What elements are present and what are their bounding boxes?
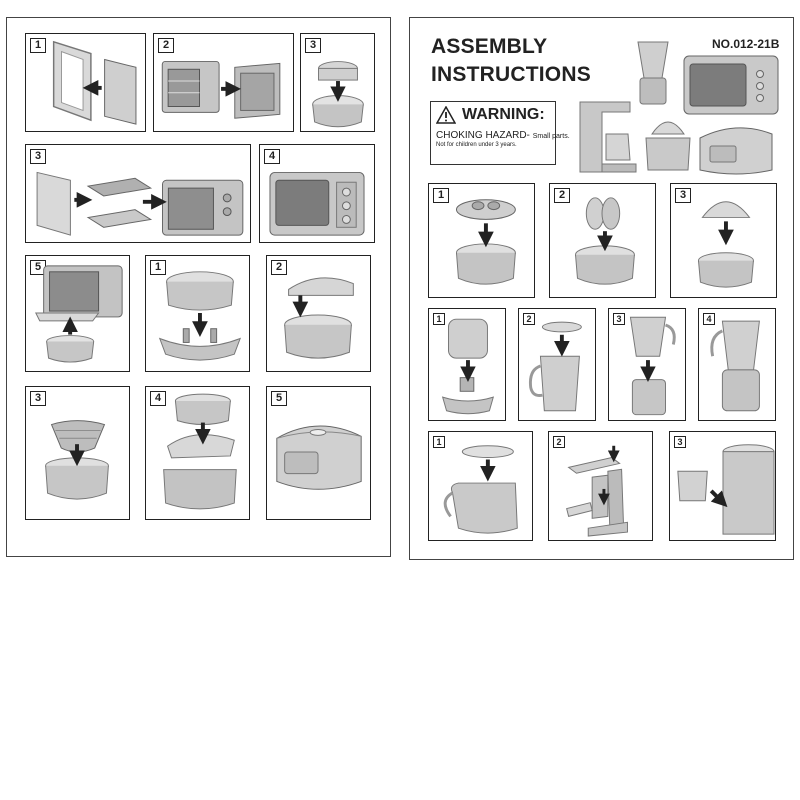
blender-base-illustration: [441, 318, 495, 415]
juicer-step-panel: 2: [549, 183, 656, 298]
oven-step-panel: 2: [153, 33, 294, 132]
step-number: 1: [30, 38, 46, 53]
step-number: 3: [30, 149, 46, 164]
rice-cooker-base-illustration: [158, 271, 242, 361]
oven-tray-illustration: [36, 171, 244, 236]
step-number: 3: [613, 313, 625, 325]
step-number: 3: [675, 188, 691, 203]
step-number: 3: [30, 391, 46, 406]
oven-finished-illustration: [269, 171, 365, 236]
warning-age-note: Not for children under 3 years.: [436, 142, 517, 148]
blender-finished-illustration: [710, 320, 760, 412]
juicer-step-panel: 1: [428, 183, 535, 298]
step-number: 2: [523, 313, 535, 325]
oven-step-panel: 4: [259, 144, 375, 243]
coffee-pot-lid-illustration: [443, 445, 518, 534]
warning-hazard-line: CHOKING HAZARD- Small parts.: [436, 130, 570, 141]
rice-cooker-step-panel: 2: [266, 255, 371, 372]
coffee-maker-step-panel: 3: [669, 431, 776, 541]
oven-step-panel: 3: [25, 144, 251, 243]
juicer-lid-illustration: [697, 201, 754, 288]
rice-cooker-step-panel: 5: [266, 386, 371, 520]
warning-title: WARNING:: [462, 106, 545, 123]
blender-jar-illustration: [629, 316, 676, 416]
step-number: 2: [553, 436, 565, 448]
oven-step-panel: 1: [25, 33, 146, 132]
oven-illustration: [683, 55, 779, 115]
step-number: 4: [150, 391, 166, 406]
rice-cooker-finished-illustration: [276, 425, 362, 490]
oven-insert-pot-illustration: [35, 265, 123, 363]
step-number: 1: [433, 188, 449, 203]
step-number: 4: [264, 149, 280, 164]
step-number: 4: [703, 313, 715, 325]
blender-lid-illustration: [528, 321, 582, 412]
blender-step-panel: 1: [428, 308, 506, 421]
oven-body-illustration: [161, 60, 281, 119]
oven-step-panel: 5: [25, 255, 130, 372]
oven-door-illustration: [52, 40, 137, 125]
rice-cooker-lid-illustration: [284, 277, 354, 359]
coffee-maker-step-panel: 1: [428, 431, 533, 541]
blender-illustration: [637, 41, 669, 79]
rice-cooker-step-panel: 1: [145, 255, 250, 372]
egg-steamer-illustration: [645, 121, 691, 171]
coffee-maker-parts-illustration: [566, 445, 628, 537]
rice-cooker-assemble-illustration: [163, 393, 237, 510]
oven-pot-illustration: [312, 61, 364, 128]
step-number: 5: [271, 391, 287, 406]
rice-cooker-step-panel: 3: [25, 386, 130, 520]
coffee-maker-step-panel: 2: [548, 431, 653, 541]
coffee-maker-finished-illustration: [677, 444, 775, 535]
step-number: 3: [674, 436, 686, 448]
juicer-step-panel: 3: [670, 183, 777, 298]
step-number: 2: [554, 188, 570, 203]
rice-cooker-insert-illustration: [45, 420, 109, 500]
step-number: 2: [158, 38, 174, 53]
juicer-top-illustration: [455, 199, 516, 285]
model-number: NO.012-21B: [712, 37, 780, 51]
coffee-maker-illustration: [579, 101, 637, 173]
warning-triangle-icon: [436, 106, 456, 124]
step-number: 1: [433, 436, 445, 448]
rice-cooker-step-panel: 4: [145, 386, 250, 520]
step-number: 3: [305, 38, 321, 53]
choking-warning-box: WARNING: CHOKING HAZARD- Small parts. No…: [430, 101, 570, 165]
blender-step-panel: 2: [518, 308, 596, 421]
oven-step-panel: 3: [300, 33, 375, 132]
juicer-eggs-illustration: [575, 197, 635, 285]
page-title: ASSEMBLY INSTRUCTIONS: [431, 35, 591, 86]
step-number: 1: [433, 313, 445, 325]
blender-step-panel: 3: [608, 308, 686, 421]
product-lineup-illustration: [579, 41, 779, 175]
rice-cooker-illustration: [699, 127, 773, 175]
step-number: 1: [150, 260, 166, 275]
step-number: 2: [271, 260, 287, 275]
blender-step-panel: 4: [698, 308, 776, 421]
